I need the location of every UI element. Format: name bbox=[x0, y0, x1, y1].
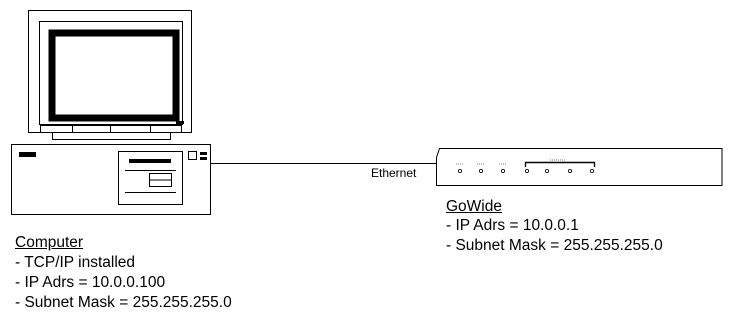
gowide-title: GoWide bbox=[446, 198, 502, 216]
computer-tcpip-status: - TCP/IP installed bbox=[15, 254, 135, 272]
ethernet-label: Ethernet bbox=[371, 166, 416, 180]
computer-monitor-icon bbox=[29, 11, 192, 140]
gowide-device-icon bbox=[437, 149, 723, 186]
computer-case-icon bbox=[12, 145, 211, 215]
computer-title: Computer bbox=[15, 234, 83, 252]
computer-subnet-mask: - Subnet Mask = 255.255.255.0 bbox=[15, 294, 232, 312]
gowide-subnet-mask: - Subnet Mask = 255.255.255.0 bbox=[446, 237, 663, 255]
gowide-ip-address: - IP Adrs = 10.0.0.1 bbox=[446, 217, 579, 235]
computer-ip-address: - IP Adrs = 10.0.0.100 bbox=[15, 274, 165, 292]
